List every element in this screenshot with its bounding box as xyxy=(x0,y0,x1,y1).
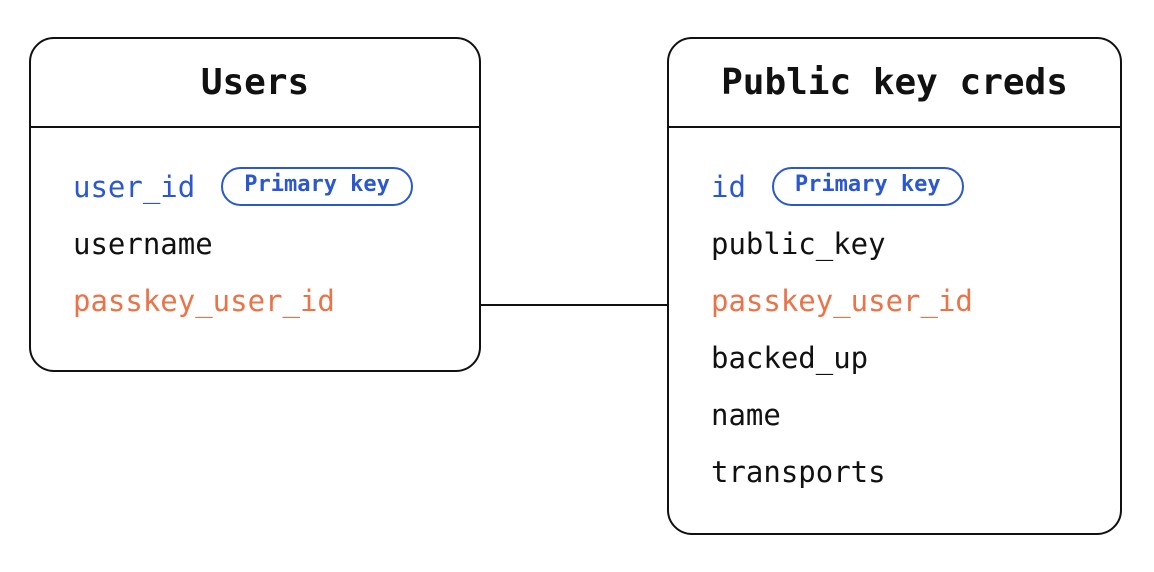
field-row-username: username xyxy=(73,215,479,272)
primary-key-badge: Primary key xyxy=(771,167,964,206)
field-name: public_key xyxy=(711,226,886,261)
field-row-public-key: public_key xyxy=(711,215,1120,272)
field-row-passkey-user-id: passkey_user_id xyxy=(73,272,479,329)
field-name: name xyxy=(711,397,781,432)
field-name: backed_up xyxy=(711,340,869,375)
primary-key-badge: Primary key xyxy=(221,167,413,206)
public-key-creds-table: Public key creds id Primary key public_k… xyxy=(667,37,1122,535)
public-key-creds-table-header: Public key creds xyxy=(669,39,1120,128)
table-title: Public key creds xyxy=(721,62,1068,103)
users-table: Users user_id Primary key username passk… xyxy=(29,37,481,372)
field-row-backed-up: backed_up xyxy=(711,329,1120,386)
users-table-header: Users xyxy=(31,39,479,128)
field-name: id xyxy=(711,169,746,204)
table-title: Users xyxy=(200,62,310,103)
field-name: passkey_user_id xyxy=(73,283,335,318)
field-name: username xyxy=(73,226,213,261)
field-row-name: name xyxy=(711,386,1120,443)
field-name: passkey_user_id xyxy=(711,283,973,318)
users-table-body: user_id Primary key username passkey_use… xyxy=(31,128,479,329)
field-row-id: id Primary key xyxy=(711,158,1120,215)
field-name: user_id xyxy=(73,169,196,204)
public-key-creds-table-body: id Primary key public_key passkey_user_i… xyxy=(669,128,1120,500)
field-name: transports xyxy=(711,454,886,489)
relationship-line xyxy=(481,304,667,306)
field-row-user-id: user_id Primary key xyxy=(73,158,479,215)
field-row-passkey-user-id: passkey_user_id xyxy=(711,272,1120,329)
field-row-transports: transports xyxy=(711,443,1120,500)
